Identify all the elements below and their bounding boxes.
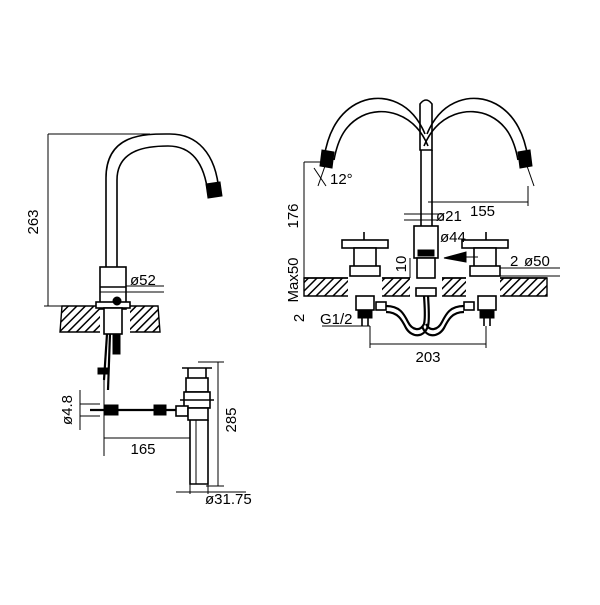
connecting-hoses — [385, 293, 426, 331]
right-spout-left-arm — [323, 97, 426, 159]
left-spout-tip — [205, 181, 223, 199]
left-spout — [105, 133, 220, 268]
center-distance-label: 203 — [415, 349, 440, 366]
handle-diameter-label: ø50 — [524, 253, 550, 270]
spout-base-diameter-label: ø44 — [440, 229, 466, 246]
hose-length-label: 165 — [130, 441, 155, 458]
handle-base-height-label: 2 — [510, 253, 518, 270]
hose-diameter-label: ø4.8 — [59, 395, 76, 425]
drain-height-label: 285 — [223, 407, 240, 432]
left-drain-assembly — [175, 367, 214, 485]
thread-label: G1/2 — [320, 311, 353, 328]
right-handle-valve — [461, 232, 509, 326]
spout-base-height-label: 10 — [393, 256, 410, 273]
right-spout-right-arm — [426, 97, 529, 159]
right-front-view: 12° 176 Max50 2 155 ø21 ø44 10 2 ø50 — [285, 97, 560, 366]
left-mounting-nut — [112, 296, 122, 306]
deck-offset-label: 2 — [291, 314, 308, 322]
reach-label: 155 — [470, 203, 495, 220]
spout-diameter-label: ø21 — [436, 208, 462, 225]
angle-label: 12° — [330, 171, 353, 188]
max-deck-label: Max50 — [285, 257, 302, 302]
drain-diameter-label: ø31.75 — [205, 491, 252, 508]
spout-height-label: 176 — [285, 203, 302, 228]
height-263-label: 263 — [25, 209, 42, 234]
base-diameter-label: ø52 — [130, 272, 156, 289]
left-side-view: 263 ø52 ø4.8 165 285 ø31.75 — [25, 133, 252, 508]
left-feed-hose — [112, 333, 121, 355]
left-handle-valve — [341, 232, 389, 326]
